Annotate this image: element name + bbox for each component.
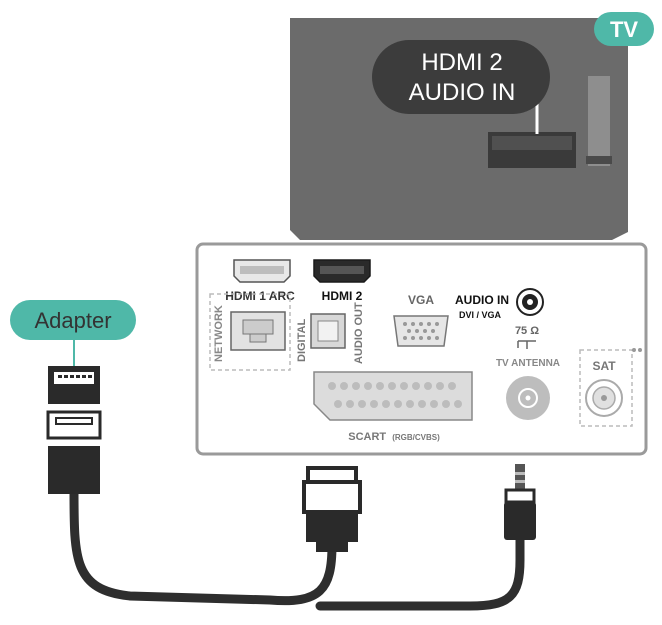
vga-port: [393, 315, 449, 347]
scart-port: [313, 371, 473, 421]
audio-out-label: AUDIO OUT: [353, 302, 365, 364]
adapter-badge: [10, 300, 136, 340]
callout-bubble: [372, 40, 550, 114]
hdmi-plug: [302, 466, 362, 552]
hdmi2-label: HDMI 2: [322, 289, 363, 303]
audio-jack-plug: [504, 464, 536, 540]
tv-connector-slot: [492, 136, 572, 150]
tv-antenna-port: [506, 376, 550, 420]
sat-dot: [638, 348, 642, 352]
hdmi1-arc-label: HDMI 1 ARC: [225, 289, 295, 303]
audio-cable: [315, 535, 525, 611]
network-zone: [209, 293, 291, 371]
audio-in-label: AUDIO IN: [455, 293, 509, 307]
scart-sub-label: (RGB/CVBS): [392, 433, 440, 442]
tv-side-strip: [588, 76, 610, 166]
digital-audio-out-socket: [317, 320, 339, 342]
audio-in-sub-label: DVI / VGA: [459, 310, 502, 320]
antenna-symbol: [517, 340, 536, 349]
digital-audio-out-port: [310, 313, 346, 349]
network-port: [230, 311, 286, 351]
scart-label: SCART (RGB/CVBS): [348, 431, 440, 443]
sat-label: SAT: [592, 359, 616, 373]
adapter-device: [46, 366, 102, 494]
scart-main-label: SCART: [348, 431, 386, 443]
sat-dot: [632, 348, 636, 352]
ohm-label: 75 Ω: [515, 325, 539, 337]
tv-antenna-label: TV ANTENNA: [496, 358, 560, 369]
sat-port: [585, 379, 623, 417]
callout-line1: HDMI 2: [421, 49, 502, 76]
audio-in-jack: [516, 288, 544, 316]
hdmi-cable: [69, 485, 337, 606]
network-label: NETWORK: [213, 305, 225, 362]
sat-zone: [579, 349, 633, 427]
tv-badge: [594, 12, 654, 46]
hdmi2-port: [313, 259, 371, 283]
adapter-badge-label: Adapter: [34, 308, 111, 333]
tv-badge-label: TV: [610, 17, 638, 42]
callout-line2: AUDIO IN: [409, 79, 516, 106]
vga-label: VGA: [408, 293, 434, 307]
hdmi1-arc-port: [233, 259, 291, 283]
tv-side-strip-base: [586, 156, 612, 164]
digital-label: DIGITAL: [296, 319, 308, 362]
